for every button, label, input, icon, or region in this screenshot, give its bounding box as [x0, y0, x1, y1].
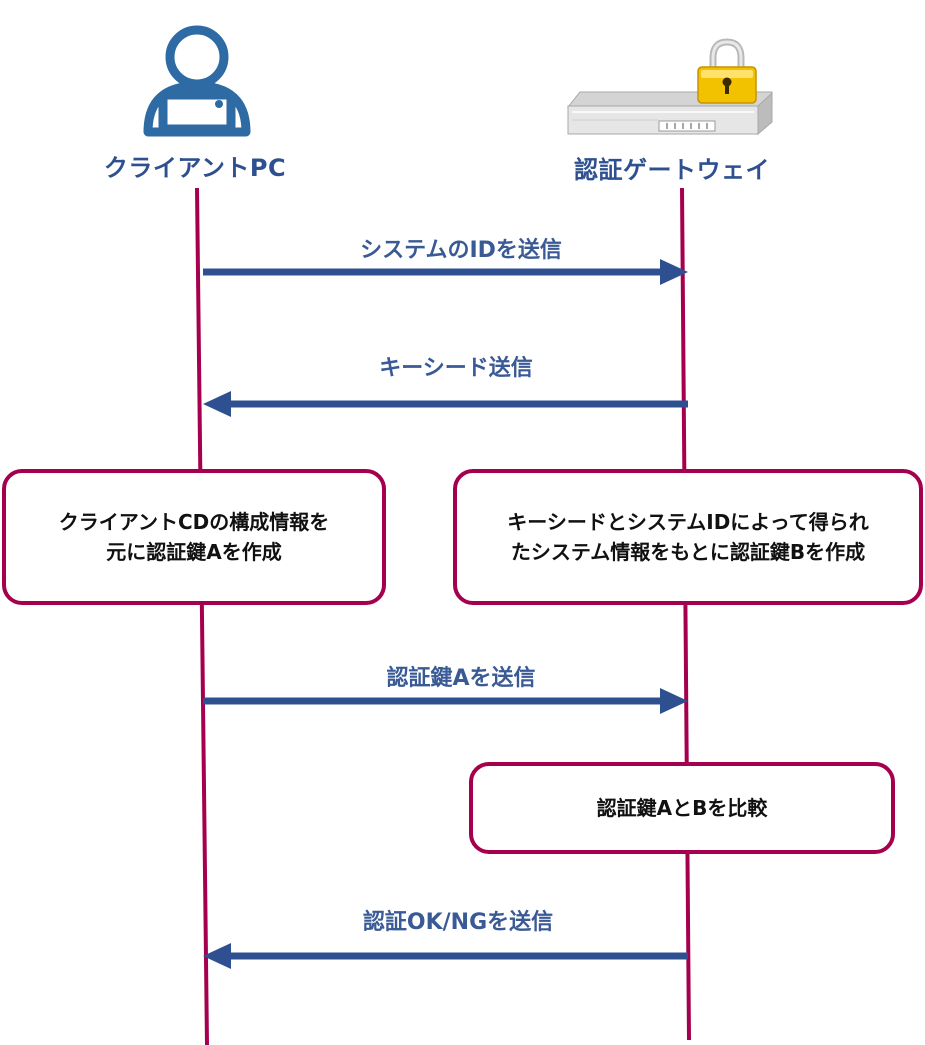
client-lifeline: [195, 187, 209, 1045]
gateway-lifeline: [680, 187, 691, 1041]
note-client-create-key-a: クライアントCDの構成情報を 元に認証鍵Aを作成: [2, 469, 386, 605]
message-label-2: キーシード送信: [379, 356, 533, 381]
locked-gateway-icon: [566, 38, 773, 136]
actor-label-client: クライアントPC: [103, 154, 287, 182]
message-label-4: 認証OK/NGを送信: [362, 910, 554, 935]
note-gateway-compare-keys: 認証鍵AとBを比較: [469, 762, 895, 854]
message-label-1: システムのIDを送信: [360, 238, 562, 263]
actor-label-gateway: 認証ゲートウェイ: [574, 156, 770, 184]
message-arrow-head-4: [203, 943, 231, 969]
message-arrows: [203, 259, 688, 969]
message-arrow-head-3: [660, 688, 688, 714]
user-laptop-icon: [143, 25, 251, 137]
note-gateway-create-key-b: キーシードとシステムIDによって得られ たシステム情報をもとに認証鍵Bを作成: [453, 469, 923, 605]
message-label-3: 認証鍵Aを送信: [386, 666, 536, 691]
message-arrow-head-1: [660, 259, 688, 285]
message-arrow-head-2: [203, 391, 231, 417]
